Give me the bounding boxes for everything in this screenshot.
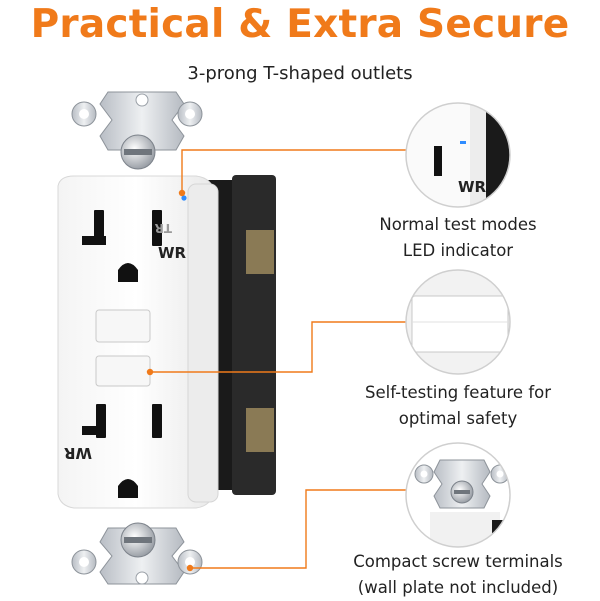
callout-leaders xyxy=(150,149,406,569)
wr-mark-upper: WR xyxy=(158,244,187,262)
callout-test-caption: Self-testing feature for optimal safety xyxy=(318,380,598,432)
mounting-screw-bottom xyxy=(120,522,156,558)
callout-test-line2: optimal safety xyxy=(398,409,518,428)
zoom-wr-mark: WR xyxy=(458,178,487,196)
callout-led-line1: Normal test modes xyxy=(379,215,537,234)
test-reset-buttons xyxy=(95,309,151,387)
upper-receptacle xyxy=(82,210,162,282)
callout-led-caption: Normal test modes LED indicator xyxy=(318,212,598,264)
page-title: Practical & Extra Secure xyxy=(30,2,570,47)
callout-dot-test xyxy=(146,368,154,376)
zoom-screw-terminals xyxy=(405,442,511,548)
zoom-test-button xyxy=(405,269,511,375)
callout-dot-led xyxy=(178,189,186,197)
zoom-led: WR xyxy=(405,102,511,208)
callout-terminal-caption: Compact screw terminals (wall plate not … xyxy=(318,549,598,601)
led-indicator xyxy=(181,195,187,201)
callout-test-line1: Self-testing feature for xyxy=(364,383,552,402)
callout-terminal-line2: (wall plate not included) xyxy=(357,578,559,597)
mounting-screw-top xyxy=(120,134,156,170)
callout-dot-terminal xyxy=(186,564,194,572)
page-subtitle: 3-prong T-shaped outlets xyxy=(187,63,413,84)
lower-receptacle xyxy=(82,404,162,498)
gfci-outlet: TR WR WR xyxy=(57,91,276,585)
callout-led-line2: LED indicator xyxy=(402,241,514,260)
tr-mark-upper: TR xyxy=(155,221,172,235)
callout-terminal-line1: Compact screw terminals xyxy=(353,552,563,571)
wr-mark-lower: WR xyxy=(63,444,92,462)
